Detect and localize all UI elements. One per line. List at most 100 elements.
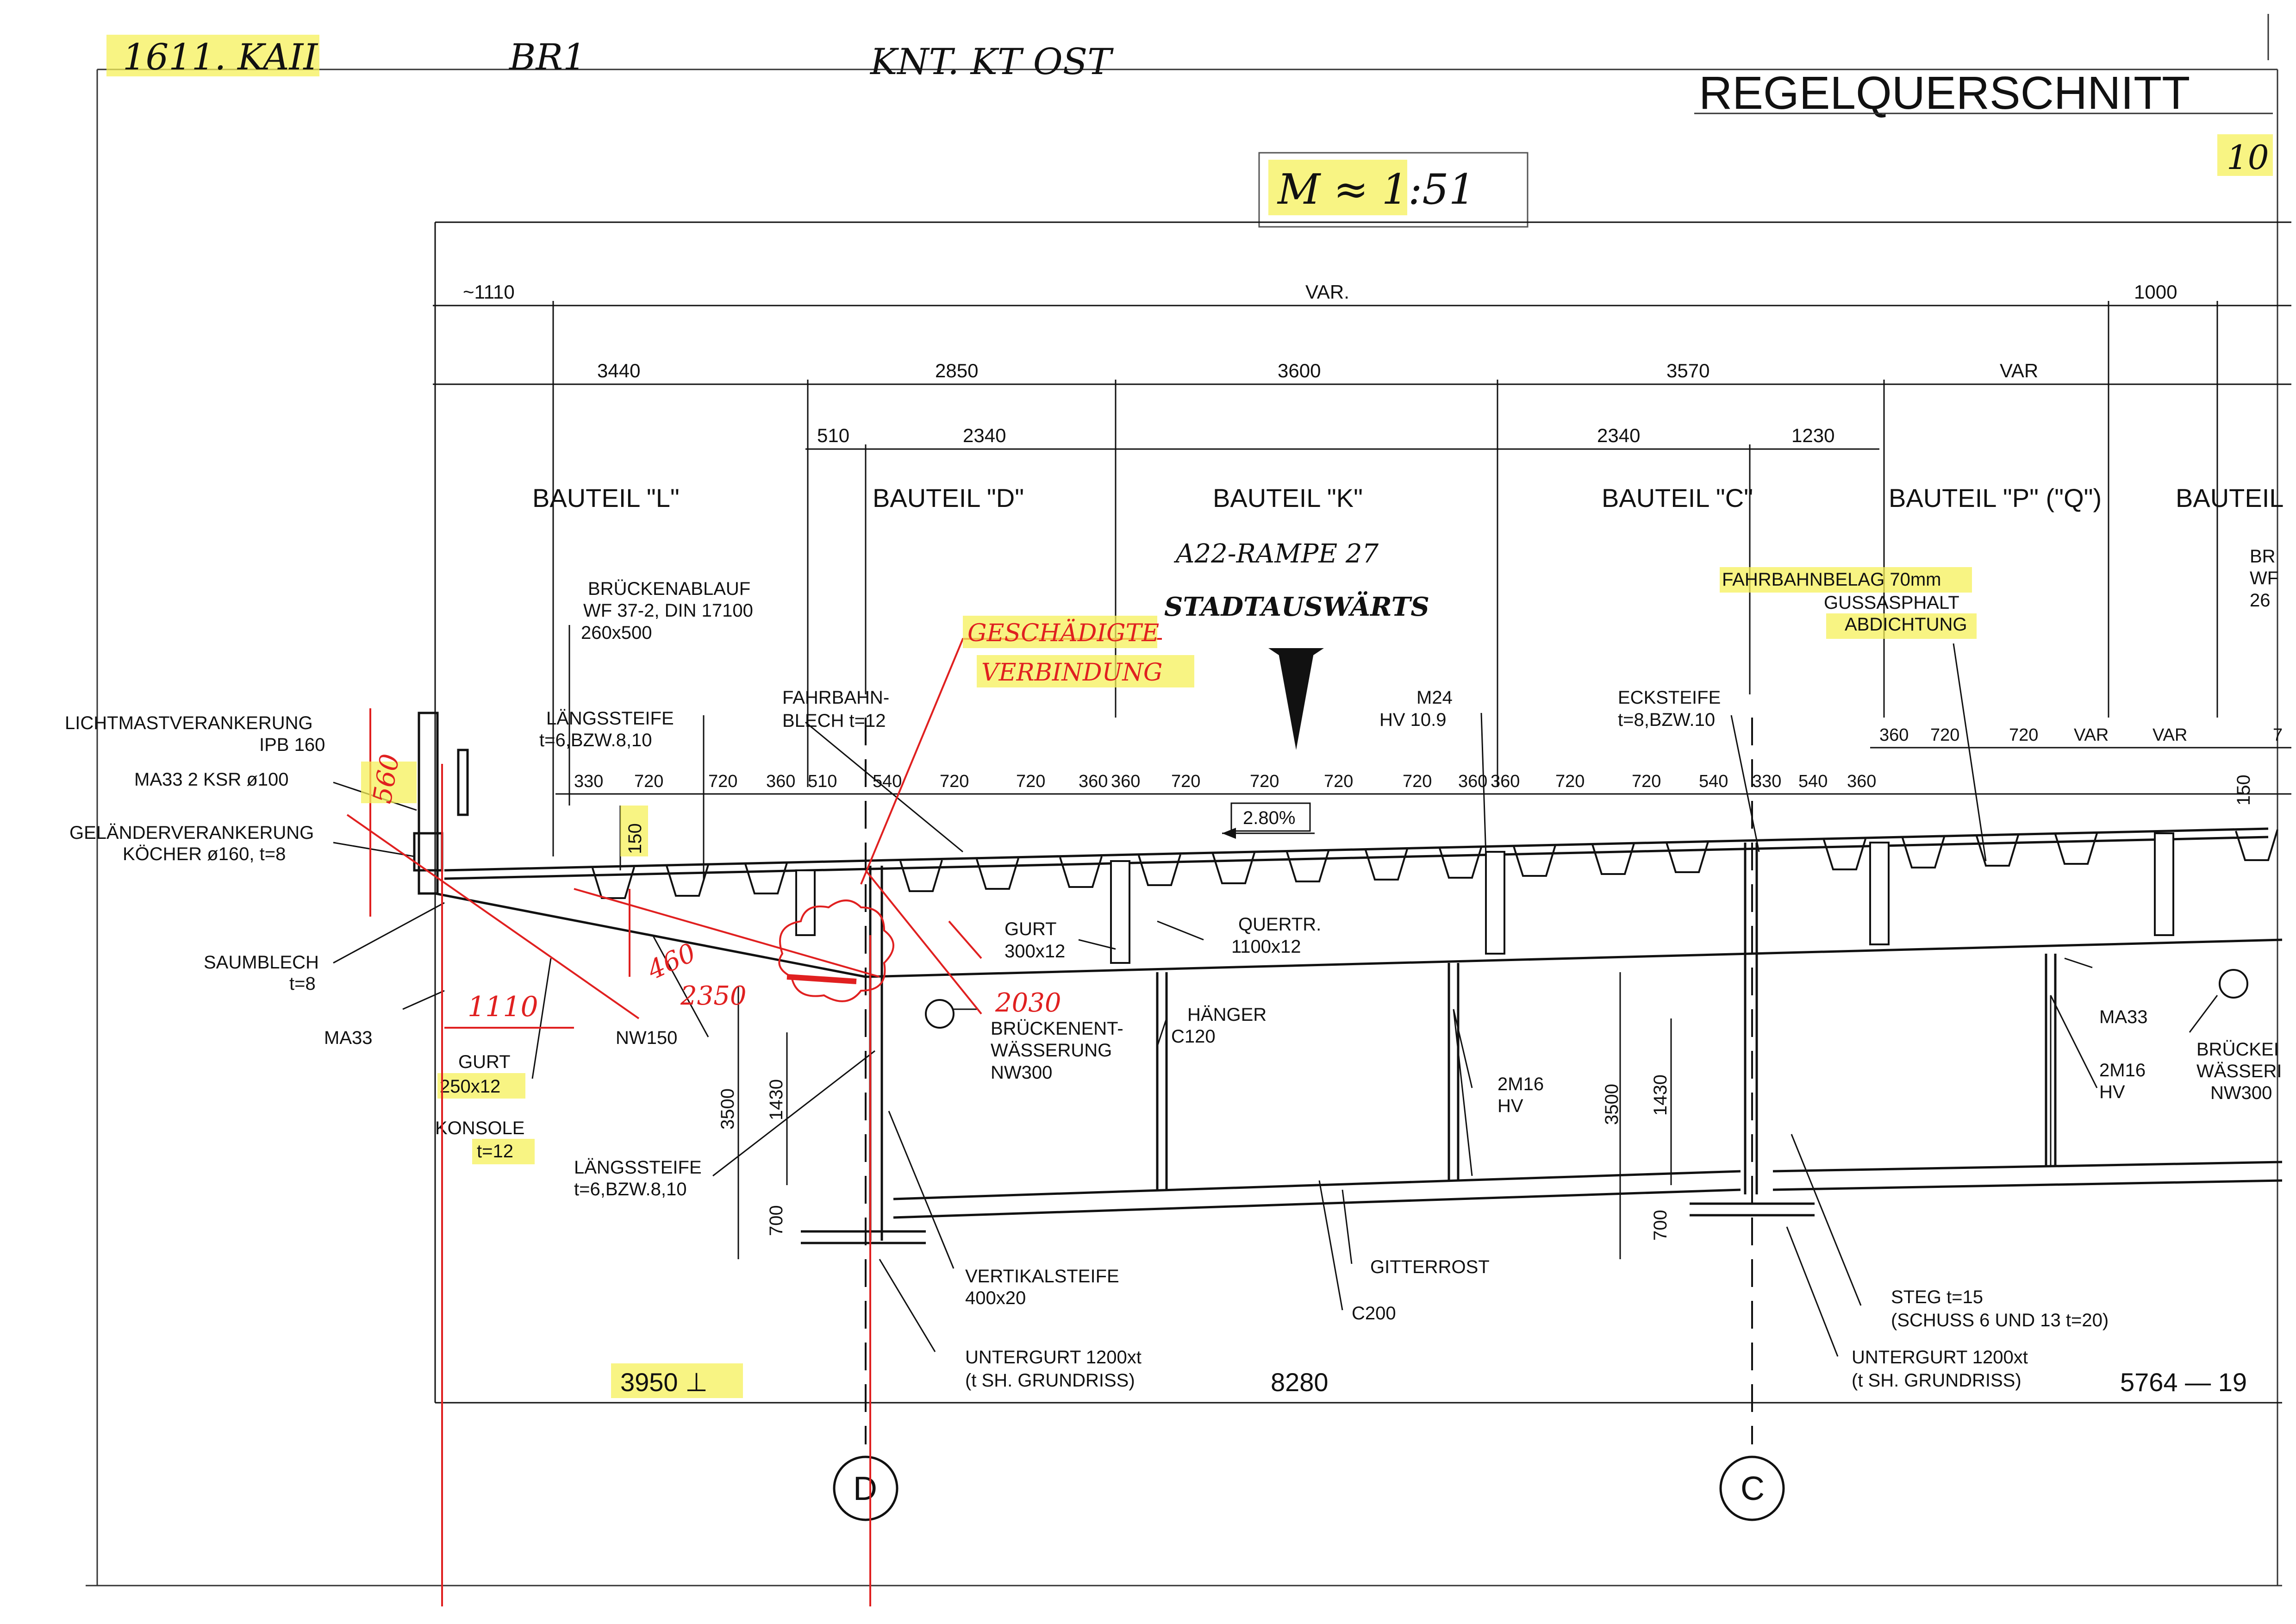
dim-3570: 3570 (1666, 360, 1710, 381)
rib-dim-22: 360 (1847, 772, 1876, 791)
label-laengssteife-top-2: t=6,BZW.8,10 (539, 730, 652, 750)
highlight-damaged-2 (977, 655, 1194, 687)
label-vertikalsteife-2: 400x20 (965, 1288, 1026, 1308)
label-gurt-left-2: 250x12 (440, 1076, 500, 1097)
height-dimensions (619, 806, 1672, 1259)
label-gurt-left-1: GURT (458, 1052, 511, 1072)
bauteil-k: BAUTEIL "K" (1213, 483, 1363, 512)
dim-2340-b: 2340 (1597, 425, 1640, 446)
rib-dim-16: 360 (1491, 772, 1520, 791)
label-entw-2: WÄSSERUNG (991, 1040, 1112, 1061)
label-vertikalsteife-1: VERTIKALSTEIFE (965, 1266, 1119, 1287)
axis-label-d: D (853, 1470, 877, 1507)
label-m24-2: HV 10.9 (1379, 710, 1447, 730)
dim-bottom-mid: 8280 (1271, 1368, 1329, 1397)
label-belag-1: FAHRBAHNBELAG 70mm (1722, 569, 1941, 590)
height-3500-right: 3500 (1602, 1084, 1622, 1125)
label-laengssteife-top-1: LÄNGSSTEIFE (546, 708, 674, 729)
label-ecksteife-2: t=8,BZW.10 (1618, 710, 1715, 730)
ramp-name: A22-RAMPE 27 (1173, 539, 1379, 569)
rib-dim-8: 720 (1016, 772, 1045, 791)
dim-3600: 3600 (1278, 360, 1321, 381)
label-steg-2: (SCHUSS 6 UND 13 t=20) (1891, 1310, 2109, 1330)
dim-top-right: 1000 (2134, 281, 2177, 303)
scale-box (1258, 152, 1529, 228)
highlight-scale (1268, 160, 1407, 215)
label-gelaender-1: GELÄNDERVERANKERUNG (69, 823, 314, 843)
handwriting-bridge: BR1 (508, 37, 586, 78)
label-saumblech-1: SAUMBLECH (204, 952, 319, 973)
label-quertr-1: QUERTR. (1238, 914, 1321, 935)
label-belag-3: ABDICHTUNG (1845, 614, 1967, 635)
trapezoid-ribs (592, 829, 2278, 899)
rib-dim-20: 330 (1752, 772, 1781, 791)
label-quertr-2: 1100x12 (1231, 937, 1301, 957)
label-br-right-3: 26 (2250, 590, 2271, 611)
label-br-right-1: BR (2250, 546, 2276, 567)
label-ma33-left: MA33 (324, 1028, 373, 1048)
height-150-right: 150 (2234, 775, 2254, 806)
rib-dim-12: 720 (1250, 772, 1279, 791)
rib-dim-23: 360 (1879, 725, 1909, 745)
label-m24-1: M24 (1416, 687, 1453, 708)
label-fahrbahnblech-2: BLECH t=12 (782, 711, 886, 731)
label-haenger-1: HÄNGER (1187, 1005, 1267, 1025)
height-3500-left: 3500 (718, 1088, 738, 1130)
bauteil-right: BAUTEIL (2176, 483, 2284, 512)
rib-dim-28: 7 (2273, 725, 2283, 745)
label-entw-right-1: BRÜCKEI (2196, 1039, 2279, 1060)
highlight-sheet-number (2217, 134, 2273, 176)
rib-dim-21: 540 (1798, 772, 1828, 791)
drain-pipe-right-icon (2219, 969, 2248, 999)
rib-dim-9: 360 (1079, 772, 1108, 791)
rib-dim-5: 510 (808, 772, 837, 791)
label-fahrbahnblech-1: FAHRBAHN- (782, 687, 889, 708)
red-note-2350: 2350 (680, 981, 747, 1011)
label-ecksteife-1: ECKSTEIFE (1618, 687, 1721, 708)
axis-bubble-c (1719, 1455, 1785, 1521)
label-entw-right-3: NW300 (2210, 1083, 2272, 1103)
axis-bubble-d (833, 1455, 898, 1521)
label-m16-right-1: 2M16 (2099, 1060, 2146, 1081)
highlight-konsole (472, 1139, 535, 1164)
rib-dim-1: 330 (574, 772, 603, 791)
bauteil-l: BAUTEIL "L" (532, 483, 680, 512)
height-1430-right: 1430 (1650, 1074, 1671, 1116)
dim-top-var: VAR. (1305, 281, 1349, 303)
label-lichtmast-1: LICHTMASTVERANKERUNG (65, 713, 313, 733)
highlight-abdichtung (1826, 613, 1977, 639)
label-ma33-ksr: MA33 2 KSR ø100 (134, 769, 289, 790)
dimension-lines (433, 221, 2291, 1404)
bauteil-p-q: BAUTEIL "P" ("Q") (1889, 483, 2102, 512)
bauteil-c: BAUTEIL "C" (1602, 483, 1753, 512)
rib-dim-13: 720 (1324, 772, 1353, 791)
bauteil-d: BAUTEIL "D" (873, 483, 1024, 512)
label-untergurt-left-1: UNTERGURT 1200xt (965, 1347, 1142, 1368)
leader-lines (333, 625, 2218, 1357)
label-gurt-mid-2: 300x12 (1004, 941, 1065, 962)
drain-pipe-left-icon (925, 999, 955, 1029)
highlight-gurt (437, 1073, 525, 1099)
label-konsole-2: t=12 (477, 1141, 513, 1162)
height-1430-left: 1430 (766, 1079, 786, 1120)
label-ma33-right: MA33 (2099, 1007, 2148, 1027)
rib-dim-10: 360 (1111, 772, 1140, 791)
highlight-3950 (611, 1363, 743, 1398)
label-m16-mid-2: HV (1497, 1096, 1523, 1116)
rib-dim-25: 720 (2009, 725, 2038, 745)
slope-box (1230, 802, 1311, 832)
red-note-460: 460 (643, 937, 700, 986)
label-haenger-2: C120 (1171, 1026, 1216, 1047)
label-konsole-1: KONSOLE (435, 1118, 524, 1138)
dim-var: VAR (2000, 360, 2038, 381)
rib-dim-19: 540 (1699, 772, 1728, 791)
component-names: BAUTEIL "L" BAUTEIL "D" BAUTEIL "K" BAUT… (532, 483, 2284, 512)
dim-3440: 3440 (597, 360, 640, 381)
rib-dim-18: 720 (1632, 772, 1661, 791)
label-ablauf-1: BRÜCKENABLAUF (588, 579, 750, 599)
red-note-damaged-1: GESCHÄDIGTE (967, 619, 1159, 647)
label-entw-1: BRÜCKENENT- (991, 1018, 1123, 1039)
height-700-left: 700 (766, 1205, 786, 1236)
rib-dim-2: 720 (634, 772, 663, 791)
